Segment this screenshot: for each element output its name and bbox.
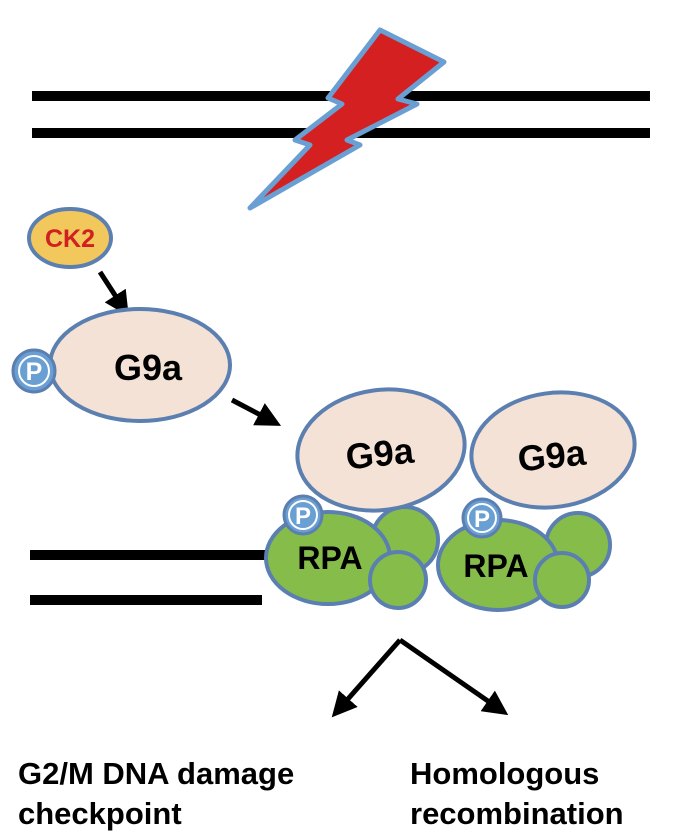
- phospho-badge-bound-2-ring: [467, 503, 497, 533]
- g9a-free-label: G9a: [114, 347, 183, 388]
- rpa-1-label: RPA: [297, 540, 362, 576]
- lightning-bolt-icon: [247, 27, 447, 211]
- g9a-bound-1-node: [295, 387, 467, 513]
- rpa-2-subunit-bottom: [533, 551, 591, 609]
- rpa-2-label: RPA: [463, 548, 528, 584]
- outcome-checkpoint-line2: checkpoint: [18, 796, 182, 831]
- phospho-label-free: P: [26, 358, 43, 386]
- ck2-node: [27, 207, 113, 269]
- g9a-bound-1-label: G9a: [344, 430, 417, 478]
- arrow-g9a-to-complex: [230, 397, 282, 426]
- ck2-label: CK2: [45, 225, 95, 253]
- g9a-bound-2-node: [469, 390, 637, 510]
- g9a-bound-2-label: G9a: [516, 432, 589, 480]
- phospho-badge-free-ring: [18, 355, 50, 387]
- outcome-recombination-line1: Homologous: [410, 756, 599, 791]
- arrow-ck2-to-g9a: [97, 270, 129, 317]
- rpa-1-subunit-bottom: [368, 550, 428, 610]
- outcome-recombination-line2: recombination: [410, 796, 624, 831]
- arrow-to-checkpoint: [331, 638, 402, 718]
- arrow-to-recombination: [398, 637, 509, 716]
- phospho-badge-bound-1-ring: [288, 500, 318, 530]
- phospho-label-bound-1: P: [295, 503, 311, 530]
- outcome-checkpoint-line1: G2/M DNA damage: [18, 756, 294, 791]
- phospho-label-bound-2: P: [474, 506, 490, 533]
